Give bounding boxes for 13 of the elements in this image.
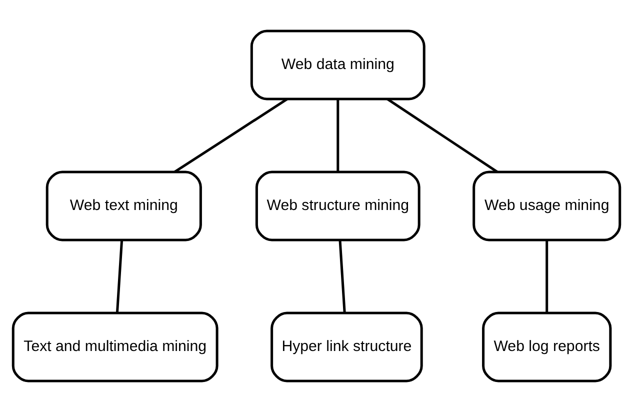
node-box: Hyper link structure [270,312,423,382]
connector [386,98,498,173]
node-box: Text and multimedia mining [12,312,218,382]
node-box: Web log reports [482,312,612,382]
node-box: Web text mining [46,170,202,242]
connector [174,98,288,173]
node-box: Web data mining [250,30,426,100]
connector [116,240,124,313]
connector [336,99,340,172]
connector [546,240,548,313]
connector [338,240,346,313]
node-box: Web usage mining [472,170,622,242]
node-box: Web structure mining [255,170,420,242]
